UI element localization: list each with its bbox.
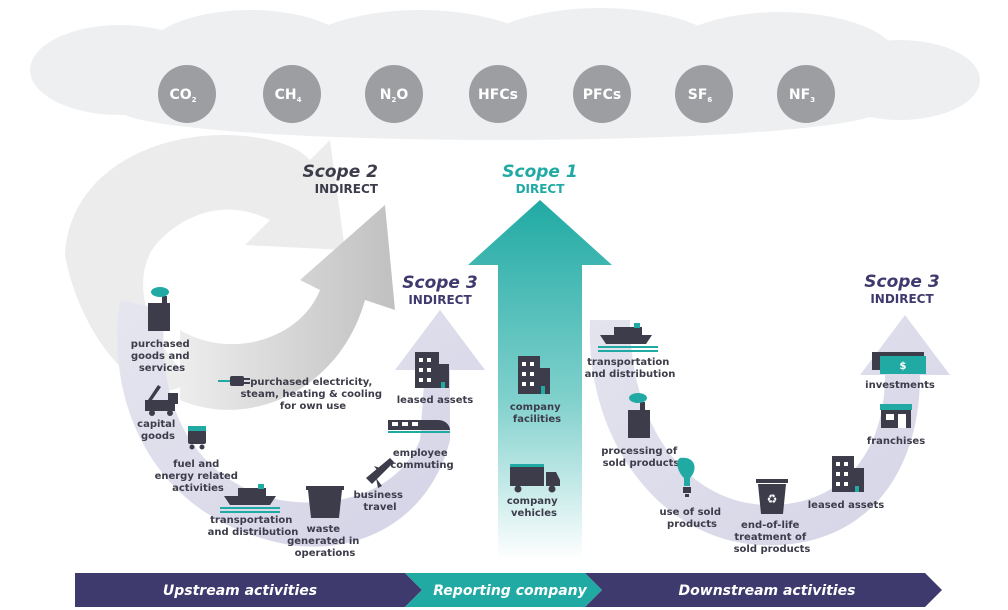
- end-of-life-label: end-of-life treatment of sold products: [734, 520, 811, 555]
- company-building-icon: [518, 356, 550, 394]
- gas-ch4: CH4: [263, 65, 321, 123]
- scope3-downstream-subtitle: INDIRECT: [870, 292, 934, 306]
- dumpster-icon: [306, 486, 344, 518]
- truck-icon: [510, 464, 560, 493]
- building-downstream-icon: [832, 456, 864, 492]
- leased-assets-downstream-label: leased assets: [808, 500, 885, 511]
- svg-text:SF6: SF6: [688, 87, 713, 104]
- investments-label: investments: [865, 380, 935, 391]
- svg-text:CO2: CO2: [169, 87, 196, 104]
- gas-pfcs: PFCs: [573, 65, 631, 123]
- upstream-band-label: Upstream activities: [163, 583, 317, 599]
- capital-goods-label: capital goods: [137, 419, 179, 442]
- ship-downstream-icon: [598, 323, 658, 352]
- employee-commuting-label: employee commuting: [390, 448, 453, 471]
- franchises-label: franchises: [867, 436, 925, 447]
- train-icon: [388, 420, 450, 433]
- gas-n2o: N2O: [365, 65, 423, 123]
- plug-icon: [218, 376, 250, 386]
- lightbulb-icon: [677, 457, 695, 497]
- recycle-bin-icon: ♻: [756, 479, 788, 514]
- svg-text:NF3: NF3: [789, 87, 815, 104]
- company-facilities-label: company facilities: [510, 402, 564, 425]
- processing-label: processing of sold products: [601, 446, 680, 469]
- scope2-title: Scope 2: [303, 162, 378, 182]
- gas-co2: CO2: [158, 65, 216, 123]
- downstream-band: [585, 573, 942, 607]
- storefront-icon: [880, 404, 912, 428]
- gas-sf6: SF6: [675, 65, 733, 123]
- svg-text:CH4: CH4: [275, 87, 302, 104]
- gas-hfcs: HFCs: [469, 65, 527, 123]
- purchased-electricity-label: purchased electricity, steam, heating & …: [240, 377, 385, 412]
- svg-text:N2O: N2O: [380, 87, 409, 104]
- factory-icon: [148, 287, 170, 331]
- scope1-subtitle: DIRECT: [516, 182, 566, 196]
- scope1-title: Scope 1: [502, 162, 577, 182]
- building-icon: [415, 352, 449, 388]
- purchased-goods-label: purchased goods and services: [131, 339, 193, 374]
- fuel-cart-icon: [188, 426, 206, 450]
- scope3-upstream-subtitle: INDIRECT: [408, 293, 472, 307]
- scope3-upstream-title: Scope 3: [402, 273, 477, 293]
- upstream-band: [75, 573, 422, 607]
- reporting-band: [405, 573, 602, 607]
- fuel-energy-label: fuel and energy related activities: [155, 459, 242, 494]
- svg-text:HFCs: HFCs: [478, 87, 518, 103]
- transport-downstream-label: transportation and distribution: [585, 357, 676, 380]
- reporting-band-label: Reporting company: [433, 583, 587, 599]
- activity-band: Upstream activities Reporting company Do…: [75, 573, 942, 607]
- gas-circles: CO2 CH4 N2O HFCs PFCs SF6 NF3: [158, 65, 835, 123]
- svg-text:$: $: [900, 361, 907, 372]
- money-icon: $: [872, 352, 926, 374]
- factory-downstream-icon: [628, 393, 650, 438]
- scope3-downstream-title: Scope 3: [864, 272, 939, 292]
- upstream-arc-arrow: [117, 300, 485, 547]
- transport-upstream-label: transportation and distribution: [208, 515, 299, 538]
- svg-text:♻: ♻: [767, 492, 778, 506]
- crane-truck-icon: [145, 385, 178, 416]
- scope2-subtitle: INDIRECT: [315, 182, 379, 196]
- leased-assets-upstream-label: leased assets: [397, 395, 474, 406]
- svg-text:PFCs: PFCs: [583, 87, 621, 103]
- gas-nf3: NF3: [777, 65, 835, 123]
- company-vehicles-label: company vehicles: [507, 496, 561, 519]
- waste-label: waste generated in operations: [287, 524, 363, 559]
- ship-icon: [220, 484, 280, 513]
- airplane-icon: [366, 458, 394, 488]
- business-travel-label: business travel: [354, 490, 407, 513]
- downstream-band-label: Downstream activities: [679, 583, 856, 599]
- use-of-sold-label: use of sold products: [660, 507, 725, 530]
